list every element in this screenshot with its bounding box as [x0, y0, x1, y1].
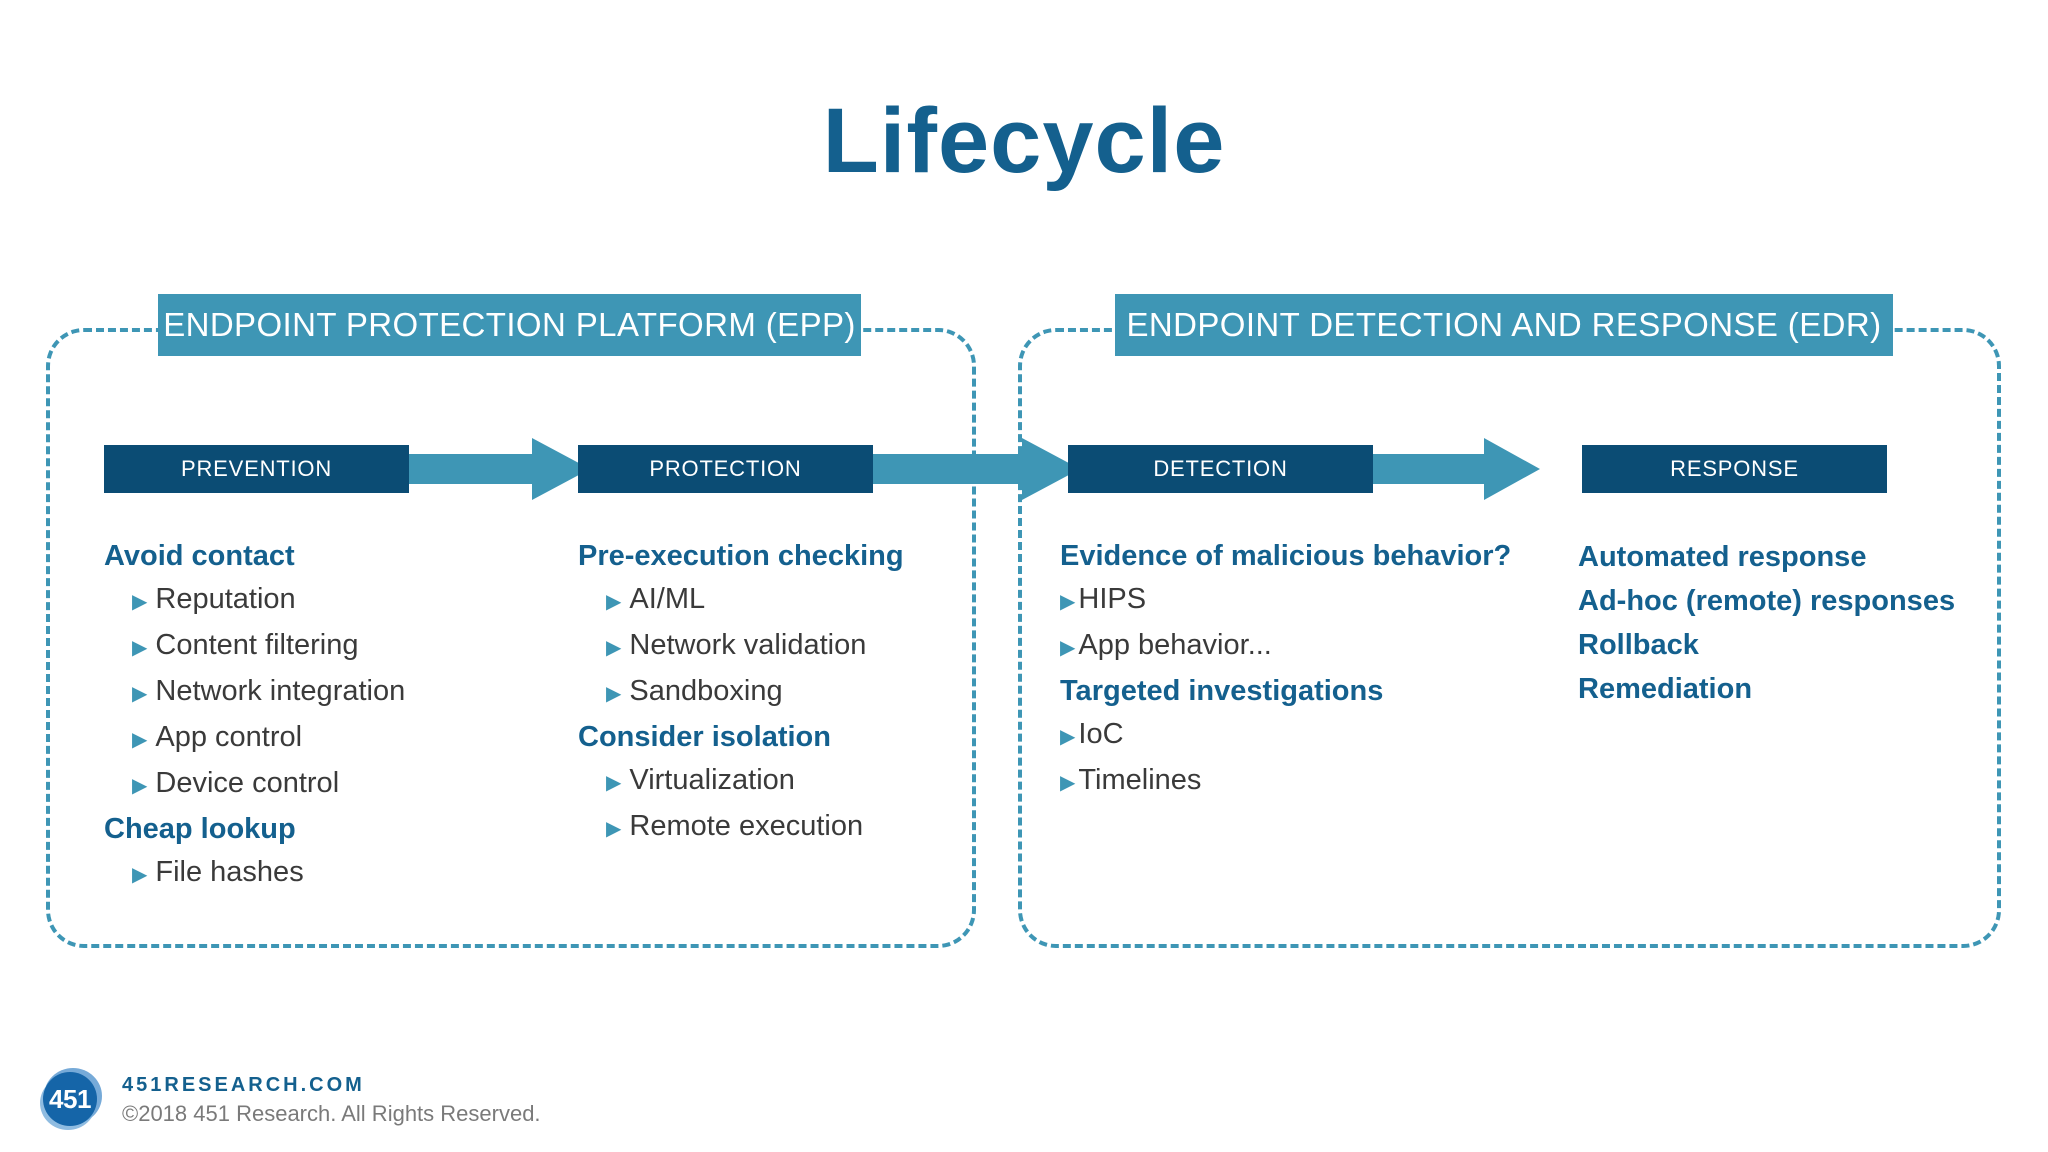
list-item-label: HIPS	[1078, 583, 1147, 615]
list-item: ▶ File hashes	[104, 851, 474, 897]
group-heading: Automated response	[1578, 541, 1867, 573]
list-item: ▶HIPS	[1060, 578, 1560, 624]
stage-bar-response: RESPONSE	[1582, 445, 1887, 493]
list-item-label: App behavior...	[1078, 629, 1272, 661]
list-item-label: Content filtering	[155, 629, 359, 661]
bullet-triangle-icon: ▶	[1060, 772, 1076, 794]
bullet-triangle-icon: ▶	[606, 683, 622, 705]
arrow-protection-to-detection	[868, 438, 1080, 500]
list-item-label: Sandboxing	[629, 675, 783, 707]
bullet-triangle-icon: ▶	[132, 729, 148, 751]
bullet-triangle-icon: ▶	[606, 637, 622, 659]
list-item: ▶ Network validation	[578, 624, 958, 670]
bullet-triangle-icon: ▶	[606, 591, 622, 613]
arrow-prevention-to-protection	[404, 438, 590, 500]
bullet-triangle-icon: ▶	[132, 591, 148, 613]
logo-451-icon: 451	[40, 1068, 104, 1132]
bullet-triangle-icon: ▶	[132, 683, 148, 705]
list-item: ▶ Device control	[104, 762, 474, 808]
list-item: ▶ Remote execution	[578, 805, 958, 851]
page-title: Lifecycle	[822, 90, 1226, 192]
content-column-protection: Pre-execution checking ▶ AI/ML ▶ Network val…	[578, 535, 958, 851]
bullet-triangle-icon: ▶	[1060, 591, 1076, 613]
list-item-label: AI/ML	[629, 583, 706, 615]
content-column-detection: Evidence of malicious behavior?▶HIPS▶App…	[1060, 535, 1560, 805]
list-item-label: Network validation	[629, 629, 867, 661]
list-item: ▶ Content filtering	[104, 624, 474, 670]
section-header-edr: ENDPOINT DETECTION AND RESPONSE (EDR)	[1115, 294, 1893, 356]
bullet-triangle-icon: ▶	[1060, 726, 1076, 748]
group-heading: Rollback	[1578, 629, 1699, 661]
list-item-label: Timelines	[1078, 764, 1202, 796]
list-item: ▶Timelines	[1060, 759, 1560, 805]
group-heading: Remediation	[1578, 673, 1753, 705]
list-item-label: Virtualization	[629, 764, 795, 796]
footer-website[interactable]: 451RESEARCH.COM	[122, 1074, 365, 1096]
list-item: ▶ Virtualization	[578, 759, 958, 805]
stage-bar-prevention: PREVENTION	[104, 445, 409, 493]
group-heading: Ad-hoc (remote) responses	[1578, 585, 1956, 617]
bullet-triangle-icon: ▶	[1060, 637, 1076, 659]
footer-copyright: ©2018 451 Research. All Rights Reserved.	[122, 1101, 541, 1126]
list-item: ▶ Reputation	[104, 578, 474, 624]
arrow-detection-to-response	[1368, 438, 1540, 500]
list-item-label: App control	[155, 721, 303, 753]
list-item-label: Reputation	[155, 583, 296, 615]
bullet-triangle-icon: ▶	[132, 775, 148, 797]
group-heading: Evidence of malicious behavior?	[1060, 540, 1512, 572]
footer: 451 451RESEARCH.COM ©2018 451 Research. …	[40, 1068, 541, 1132]
group-heading: Targeted investigations	[1060, 675, 1384, 707]
list-item: ▶App behavior...	[1060, 624, 1560, 670]
list-item-label: Network integration	[155, 675, 406, 707]
group-heading: Pre-execution checking	[578, 540, 904, 572]
list-item-label: IoC	[1078, 718, 1124, 750]
group-heading: Cheap lookup	[104, 813, 296, 845]
stage-bar-detection: DETECTION	[1068, 445, 1373, 493]
list-item: ▶ App control	[104, 716, 474, 762]
bullet-triangle-icon: ▶	[132, 864, 148, 886]
bullet-triangle-icon: ▶	[606, 772, 622, 794]
list-item: ▶ AI/ML	[578, 578, 958, 624]
list-item-label: Remote execution	[629, 810, 864, 842]
group-heading: Avoid contact	[104, 540, 295, 572]
bullet-triangle-icon: ▶	[132, 637, 148, 659]
group-heading: Consider isolation	[578, 721, 831, 753]
list-item-label: Device control	[155, 767, 340, 799]
list-item: ▶ Sandboxing	[578, 670, 958, 716]
section-header-epp: ENDPOINT PROTECTION PLATFORM (EPP)	[158, 294, 861, 356]
stage-bar-protection: PROTECTION	[578, 445, 873, 493]
logo-451-label: 451	[49, 1083, 91, 1114]
content-column-prevention: Avoid contact ▶ Reputation ▶ Content filteri…	[104, 535, 474, 897]
list-item: ▶ Network integration	[104, 670, 474, 716]
list-item: ▶IoC	[1060, 713, 1560, 759]
bullet-triangle-icon: ▶	[606, 818, 622, 840]
list-item-label: File hashes	[155, 856, 304, 888]
